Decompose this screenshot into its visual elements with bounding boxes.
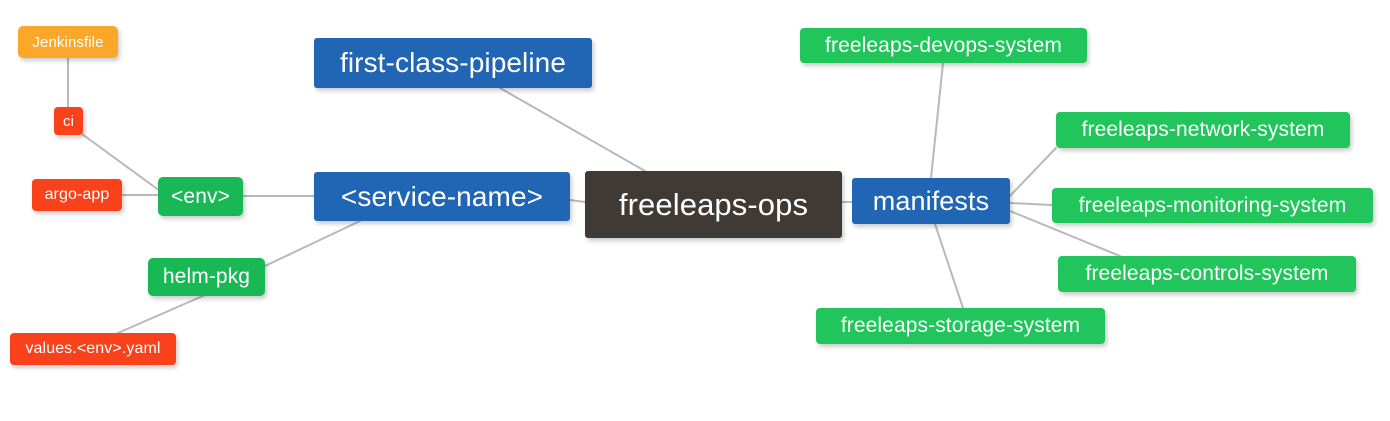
edge-helmpkg-servicename (264, 220, 361, 267)
node-values-yaml-label: values.<env>.yaml (25, 340, 161, 357)
node-freeleaps-storage-system-label: freeleaps-storage-system (840, 314, 1081, 337)
node-argo-app[interactable]: argo-app (32, 179, 122, 211)
node-first-class-pipeline[interactable]: first-class-pipeline (314, 38, 592, 88)
node-ci[interactable]: ci (54, 107, 83, 135)
node-manifests[interactable]: manifests (852, 178, 1010, 224)
edge-manifests-devops (930, 62, 944, 179)
edge-pipeline-root (499, 87, 646, 172)
node-root-label: freeleaps-ops (618, 186, 809, 222)
node-manifests-label: manifests (872, 185, 990, 216)
node-freeleaps-controls-system[interactable]: freeleaps-controls-system (1058, 256, 1356, 292)
edge-manifests-storage (934, 223, 964, 309)
node-first-class-pipeline-label: first-class-pipeline (339, 47, 567, 78)
node-freeleaps-monitoring-system[interactable]: freeleaps-monitoring-system (1052, 188, 1373, 223)
node-values-yaml[interactable]: values.<env>.yaml (10, 333, 176, 365)
node-freeleaps-monitoring-system-label: freeleaps-monitoring-system (1078, 193, 1347, 217)
node-ci-label: ci (62, 112, 75, 130)
node-freeleaps-devops-system[interactable]: freeleaps-devops-system (800, 28, 1087, 63)
node-helm-pkg[interactable]: helm-pkg (148, 258, 265, 296)
node-env-label: <env> (171, 184, 230, 208)
node-argo-app-label: argo-app (44, 186, 110, 203)
node-service-name-label: <service-name> (340, 180, 544, 212)
node-root-freeleaps-ops[interactable]: freeleaps-ops (585, 171, 842, 238)
node-env[interactable]: <env> (158, 177, 243, 216)
node-freeleaps-controls-system-label: freeleaps-controls-system (1085, 262, 1329, 285)
node-jenkinsfile[interactable]: Jenkinsfile (18, 26, 118, 58)
node-jenkinsfile-label: Jenkinsfile (32, 33, 104, 51)
node-freeleaps-network-system[interactable]: freeleaps-network-system (1056, 112, 1350, 148)
edge-manifests-monitoring (1009, 202, 1053, 206)
node-freeleaps-devops-system-label: freeleaps-devops-system (825, 33, 1062, 57)
node-helm-pkg-label: helm-pkg (162, 265, 251, 288)
node-service-name[interactable]: <service-name> (314, 172, 570, 221)
edge-manifests-network (1009, 147, 1057, 197)
node-freeleaps-network-system-label: freeleaps-network-system (1081, 118, 1325, 141)
edge-servicename-root (569, 199, 586, 203)
edge-valuesyaml-helmpkg (117, 294, 206, 334)
node-freeleaps-storage-system[interactable]: freeleaps-storage-system (816, 308, 1105, 344)
